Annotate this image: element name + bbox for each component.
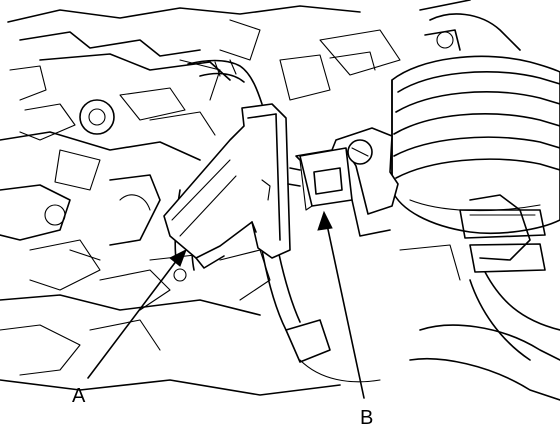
arrowhead-b xyxy=(317,210,333,231)
bolt-boss xyxy=(79,99,115,135)
drive-pulley xyxy=(391,55,560,235)
arrowhead-a xyxy=(169,248,187,267)
leader-line-b xyxy=(325,219,365,399)
callout-label-b: B xyxy=(360,407,373,429)
bracket-b xyxy=(287,127,399,237)
background-engine-parts xyxy=(0,5,401,396)
callout-leaders xyxy=(87,210,365,399)
connector-a xyxy=(163,103,291,269)
callout-label-a: A xyxy=(72,385,86,407)
hose-fittings xyxy=(399,0,560,401)
leader-line-a xyxy=(87,255,181,379)
